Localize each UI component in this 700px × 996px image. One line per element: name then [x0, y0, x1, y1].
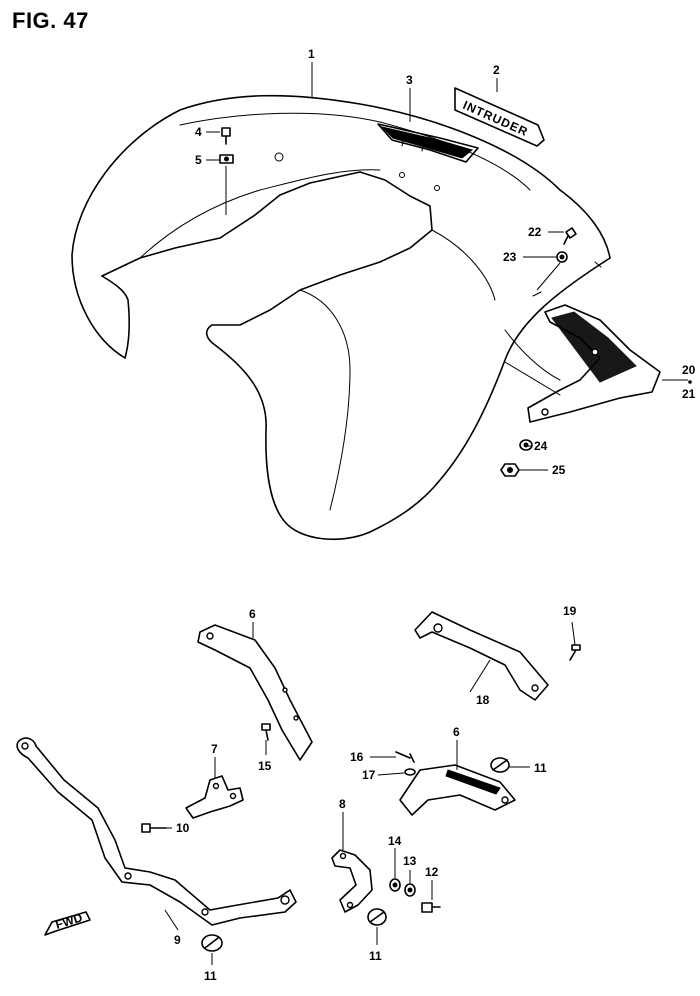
callout-dot	[688, 380, 692, 384]
callout-25: 25	[552, 463, 566, 477]
callout-15: 15	[258, 759, 272, 773]
screw-22	[563, 227, 577, 245]
callout-numbers: 1 2 3 4 5 6 6 7 8 9 10 11 11 11 12 13 14…	[174, 47, 696, 983]
callout-17: 17	[362, 768, 376, 782]
callout-23: 23	[503, 250, 517, 264]
nut-25	[500, 463, 520, 477]
bar-9	[16, 737, 297, 926]
callout-20: 20	[682, 363, 696, 377]
stay-6-right	[399, 764, 516, 816]
callout-2: 2	[493, 63, 500, 77]
nut-23	[556, 251, 568, 263]
fwd-arrow: FWD	[44, 910, 91, 936]
callout-8: 8	[339, 797, 346, 811]
callout-7: 7	[211, 742, 218, 756]
callout-12: 12	[425, 865, 439, 879]
bolt-16	[395, 751, 415, 763]
callout-11-bottom-mid: 11	[369, 949, 382, 963]
emblem-text: INTRUDER	[461, 98, 531, 139]
callout-13: 13	[403, 854, 417, 868]
rear-fender	[71, 94, 611, 541]
callout-6-left: 6	[249, 607, 256, 621]
fwd-label: FWD	[54, 910, 85, 931]
grommet-11-right	[490, 757, 510, 773]
callout-9: 9	[174, 933, 181, 947]
bolt-19	[569, 644, 581, 661]
callout-3: 3	[406, 73, 413, 87]
callout-19: 19	[563, 604, 577, 618]
callout-16: 16	[350, 750, 364, 764]
washer-5	[219, 154, 234, 164]
callout-4: 4	[195, 125, 202, 139]
tail-emblem-base	[377, 123, 479, 163]
callout-24: 24	[534, 439, 548, 453]
washer-24	[519, 439, 533, 451]
stay-18	[414, 611, 549, 701]
grommet-11-bottom-mid	[367, 908, 387, 926]
bolt-12	[421, 902, 441, 913]
callout-5: 5	[195, 153, 202, 167]
bolt-15	[261, 723, 271, 741]
callout-11-right: 11	[534, 761, 547, 775]
callout-21: 21	[682, 387, 696, 401]
callout-11-bottom-left: 11	[204, 969, 217, 983]
grommet-11-bottom-left	[201, 934, 223, 952]
washer-17	[404, 768, 416, 776]
washer-14	[389, 878, 401, 892]
callout-1: 1	[308, 47, 315, 61]
callout-14: 14	[388, 834, 402, 848]
callout-18: 18	[476, 693, 490, 707]
figure-title: FIG. 47	[12, 8, 89, 33]
bolt-4	[221, 127, 231, 145]
leader-lines	[160, 62, 688, 965]
callout-10: 10	[176, 821, 190, 835]
side-bracket	[504, 304, 661, 423]
stay-6-left	[197, 624, 313, 761]
bracket-8	[331, 849, 373, 913]
intruder-emblem: INTRUDER	[454, 87, 545, 147]
bracket-7	[185, 775, 244, 819]
washer-13	[404, 883, 416, 897]
callout-6-right: 6	[453, 725, 460, 739]
callout-22: 22	[528, 225, 542, 239]
